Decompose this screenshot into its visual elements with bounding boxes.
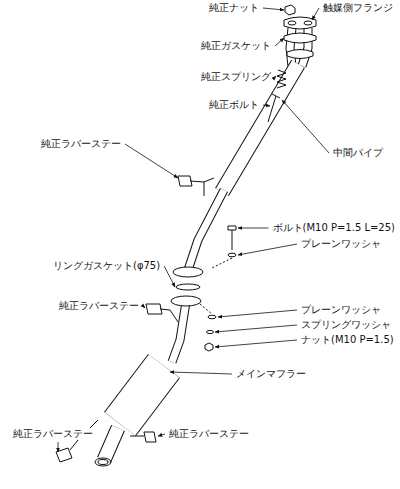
leader-line <box>275 76 276 77</box>
part-label: 純正ボルト <box>208 99 260 111</box>
leader-line <box>282 100 329 153</box>
leader-line <box>170 372 232 374</box>
leader-line <box>312 8 319 20</box>
part-label: メインマフラー <box>235 368 307 380</box>
leader-line <box>215 340 297 347</box>
leader-line <box>218 310 297 317</box>
leader-line <box>275 38 284 46</box>
part-label: ナット(M10 P=1.5) <box>300 334 395 346</box>
part-label: プレーンワッシャ <box>300 238 382 250</box>
part-label: ボルト(M10 P=1.5 L=25) <box>272 222 397 234</box>
part-label: 純正ラバーステー <box>12 428 94 440</box>
part-label: 純正スプリング <box>200 71 272 83</box>
leader-line <box>215 325 297 332</box>
part-label: 純正ラバーステー <box>58 300 140 312</box>
leader-line <box>263 105 270 106</box>
part-label: 中間パイプ <box>332 147 384 159</box>
leader-line <box>143 306 145 308</box>
leader-line <box>158 434 165 436</box>
leader-line <box>58 442 59 452</box>
leader-line <box>125 144 178 178</box>
leader-line <box>238 244 297 255</box>
leader-line <box>263 8 284 10</box>
part-label: 触媒側フランジ <box>322 2 394 14</box>
part-label: 純正ラバーステー <box>40 138 122 150</box>
part-label: スプリングワッシャ <box>300 319 392 331</box>
part-label: 純正ラバーステー <box>168 428 250 440</box>
part-label: リングガスケット(φ75) <box>52 260 161 272</box>
part-label: プレーンワッシャ <box>300 304 382 316</box>
leader-line <box>164 266 175 287</box>
part-label: 純正ガスケット <box>200 40 272 52</box>
leader-line <box>238 228 269 229</box>
part-label: 純正ナット <box>208 2 260 14</box>
